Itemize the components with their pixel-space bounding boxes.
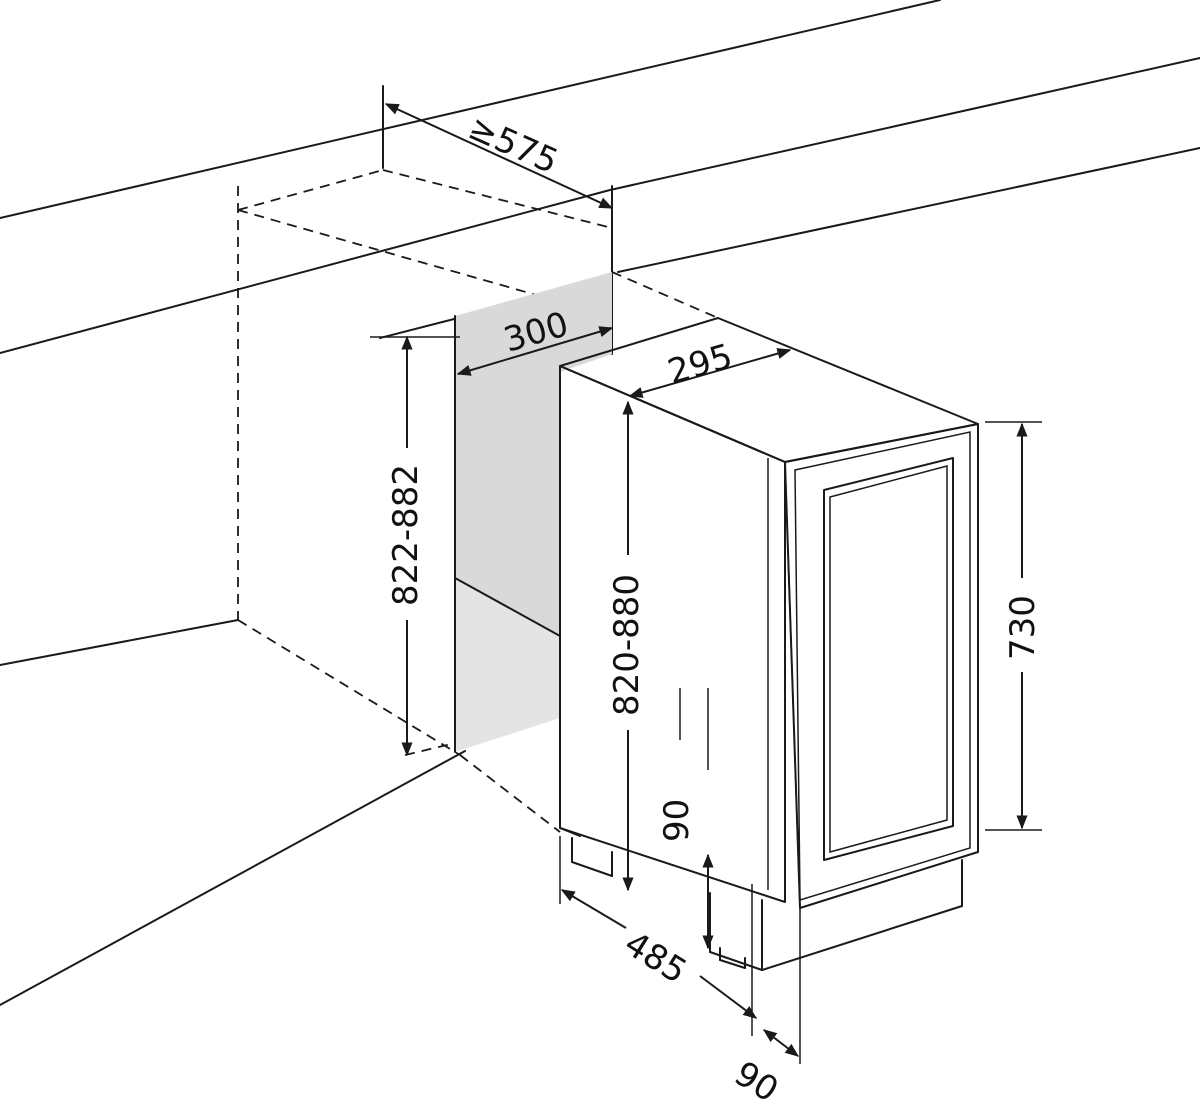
label-toe-kick-depth: 90 [727, 1054, 785, 1101]
wine-cooler-appliance [559, 317, 979, 971]
dimension-toe-kick-depth: 90 [727, 884, 801, 1101]
dimension-appliance-height: 820-880 [607, 400, 647, 892]
label-toe-kick-height: 90 [657, 799, 697, 842]
label-appliance-height: 820-880 [607, 574, 647, 716]
dimension-toe-kick-height: 90 [657, 688, 714, 950]
kitchen-cabinet-outline [0, 0, 1200, 1006]
dimension-niche-height: 822-882 [370, 335, 460, 757]
label-niche-height: 822-882 [386, 464, 426, 606]
dimension-appliance-width: 295 [628, 336, 792, 398]
dimension-cabinet-height: 730 [985, 421, 1043, 831]
dimension-appliance-depth: 485 [559, 836, 758, 1019]
label-cabinet-height: 730 [1003, 595, 1043, 660]
label-appliance-width: 295 [663, 336, 736, 392]
label-cabinet-depth: ≥575 [462, 108, 564, 183]
label-appliance-depth: 485 [617, 924, 693, 992]
dimension-cabinet-depth: ≥575 [384, 103, 614, 209]
